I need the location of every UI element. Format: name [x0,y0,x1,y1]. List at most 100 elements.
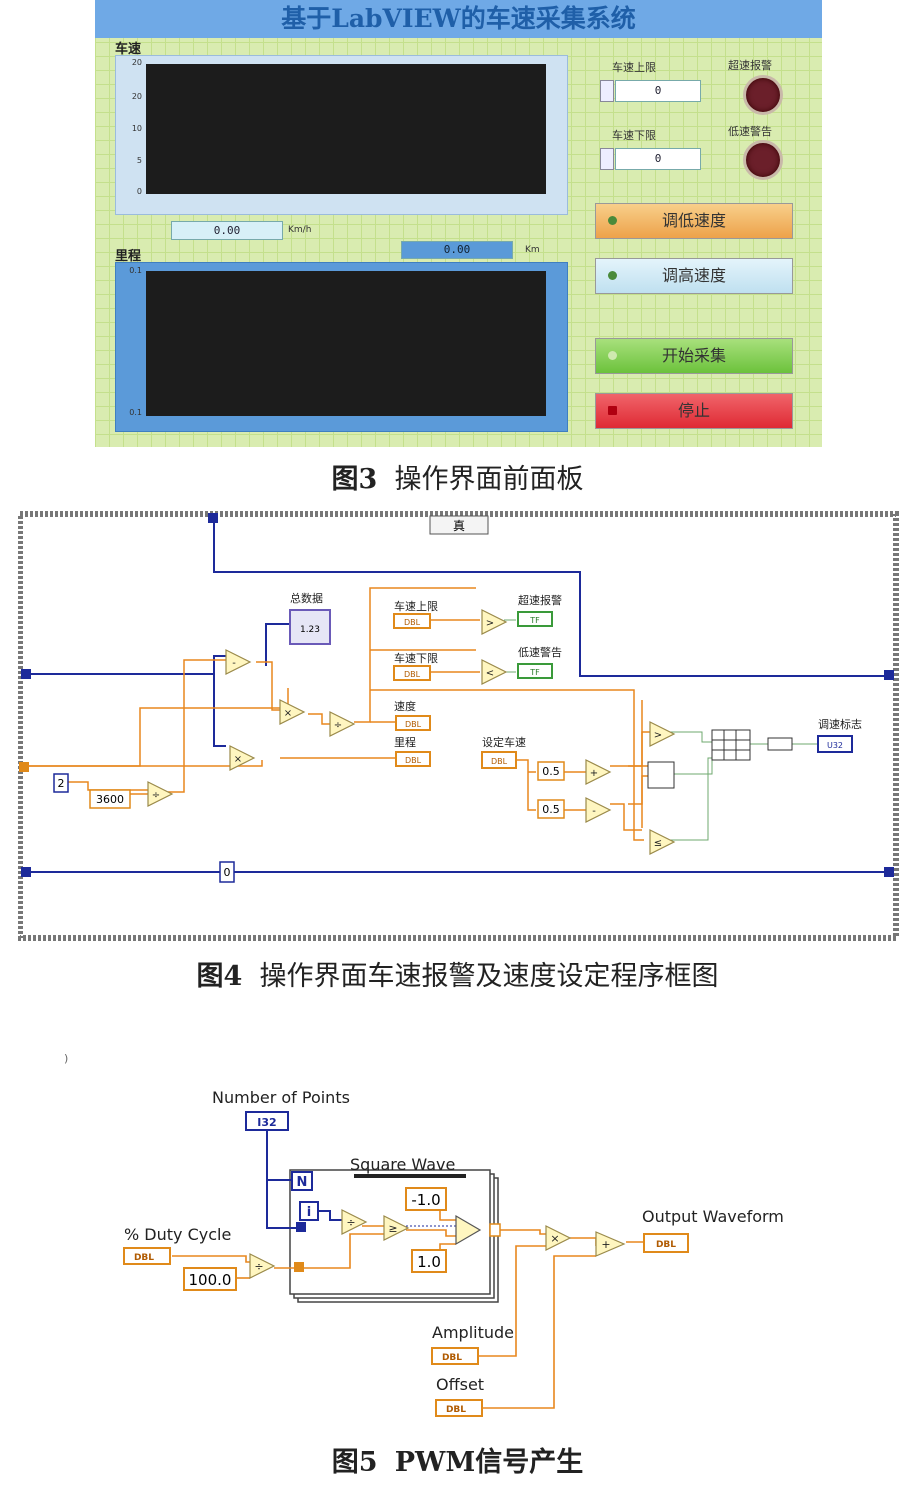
front-panel: 基于LabVIEW的车速采集系统 车速 20 20 10 5 0 0.00 Km… [95,0,822,447]
terminal-type: DBL [404,618,421,627]
stop-button[interactable]: 停止 [595,393,793,429]
op-symbol: + [601,1238,610,1251]
speed-readout: 0.00 [171,221,283,240]
constant-value: 0.5 [542,765,560,778]
op-symbol: ≤ [654,838,662,849]
caption-text: 操作界面车速报警及速度设定程序框图 [259,961,719,992]
y-tick: 0.1 [129,408,142,417]
terminal-type: TF [529,668,540,677]
lowspeed-led [743,140,783,180]
caption-number: 图5 [331,1447,378,1478]
shift-register [21,867,31,877]
increase-speed-label: 调高速度 [661,266,726,285]
lowspeed-label: 低速警告 [518,645,562,659]
decrease-speed-button[interactable]: 调低速度 [595,203,793,239]
constant-2 [53,773,69,793]
constant-value: -1.0 [411,1191,440,1209]
shift-register [884,670,894,680]
constant-value: 3600 [96,793,124,806]
lower-limit-input[interactable]: 0 [615,148,701,170]
constant-neg-one [405,1187,447,1211]
output-waveform-label: Output Waveform [642,1207,784,1226]
add-node [585,759,612,785]
op-symbol: < [486,668,494,679]
operator-nodes [147,609,676,855]
case-selector-label: 真 [453,519,465,533]
op-symbol: ÷ [334,720,342,731]
terminal-type: DBL [656,1240,676,1250]
mileage-chart[interactable]: 0.1 0.1 [115,262,568,432]
terminal-type: U32 [827,741,843,750]
figure5-caption: 图5 PWM信号产生 [0,1440,915,1479]
subtract-node [585,797,612,823]
led-dot-icon [608,216,617,225]
upper-limit-label: 车速上限 [394,599,438,613]
constant-value: 2 [58,777,65,790]
constant-100 [183,1267,237,1291]
op-symbol: > [654,730,662,741]
offset-label: Offset [436,1375,484,1394]
terminal-type: DBL [442,1353,462,1363]
tunnel [294,1262,304,1272]
dbl-terminals: DBL DBL DBL DBL DBL [393,613,517,769]
divide-node [249,1253,276,1279]
speed-chart[interactable]: 20 20 10 5 0 [115,55,568,215]
op-symbol: ÷ [152,790,160,801]
case-selector[interactable] [429,515,489,535]
upper-limit-stepper[interactable] [600,80,614,102]
constant-value: 0 [224,866,231,879]
led-dot-icon [608,406,617,415]
pwm-block-diagram: ) Number of Points I32 Square Wave N i [64,1052,784,1417]
duty-cycle-terminal [123,1247,171,1265]
y-tick: 0 [136,187,142,196]
blue-wires [266,1130,342,1229]
start-label: 开始采集 [661,346,726,365]
panel-title: 基于LabVIEW的车速采集系统 [95,0,822,38]
upper-limit-label: 车速上限 [612,61,656,74]
less-node [481,659,508,685]
op-symbol: ≥ [388,1222,397,1235]
tunnel [296,1222,306,1232]
subtract-node [225,649,252,675]
increase-speed-button[interactable]: 调高速度 [595,258,793,294]
terminal-type: DBL [405,720,422,729]
overspeed-led-label: 超速报警 [728,59,772,72]
y-tick: 20 [131,92,142,101]
terminal-type: 1.23 [300,625,320,635]
tunnel [19,762,29,772]
divide-node [147,781,174,807]
y-tick: 20 [131,58,142,67]
speed-unit: Km/h [288,225,312,235]
add-node [595,1231,626,1257]
figure4-caption: 图4 操作界面车速报警及速度设定程序框图 [0,954,915,993]
y-tick: 10 [131,124,142,133]
op-symbol: - [232,658,236,669]
terminal-type: DBL [134,1253,154,1263]
orange-wires [28,587,650,841]
op-symbol: ÷ [346,1216,355,1229]
caption-text: 操作界面前面板 [394,464,584,495]
op-symbol: ÷ [254,1260,263,1273]
terminal-type: DBL [405,756,422,765]
op-symbol: × [234,754,242,765]
square-wave-label: Square Wave [350,1155,455,1174]
shift-register [21,669,31,679]
mileage-unit: Km [525,245,540,255]
overspeed-label: 超速报警 [518,593,562,607]
constant-0.5 [537,761,565,781]
op-symbol: + [590,768,598,779]
lower-limit-stepper[interactable] [600,148,614,170]
orange-wires [172,1199,644,1402]
speed-label: 速度 [394,699,416,713]
mileage-plot-area [146,271,546,416]
terminal-type: TF [529,616,540,625]
convert-node [767,737,793,751]
adjust-flag-label: 调速标志 [818,717,862,731]
terminal-type: DBL [491,757,508,766]
led-dot-icon [608,351,617,360]
amplitude-label: Amplitude [432,1323,514,1342]
less-equal-node [649,829,676,855]
upper-limit-input[interactable]: 0 [615,80,701,102]
op-symbol: × [550,1232,559,1245]
start-button[interactable]: 开始采集 [595,338,793,374]
